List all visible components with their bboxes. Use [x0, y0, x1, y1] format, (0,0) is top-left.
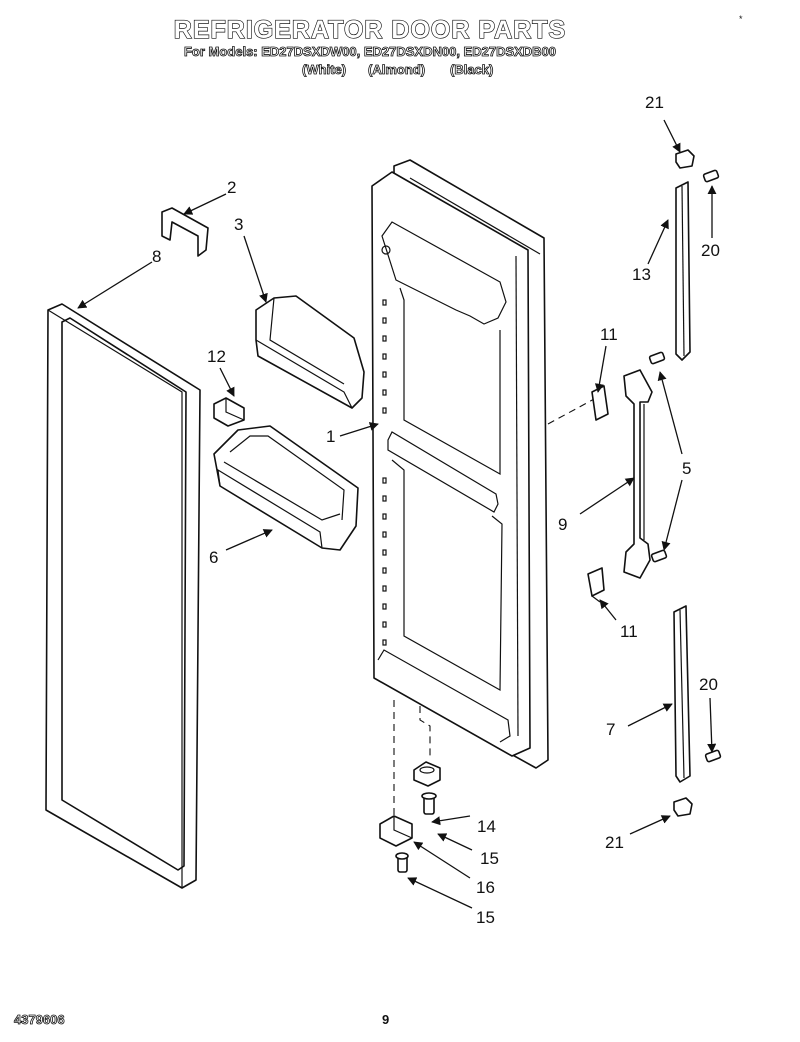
models-line: For Models: ED27DSXDW00, ED27DSXDN00, ED… — [183, 44, 557, 60]
callout-3: 3 — [234, 215, 243, 234]
shelf-holes — [382, 299, 387, 646]
color-almond: (Almond) — [368, 62, 426, 78]
callout-1: 1 — [326, 427, 335, 446]
callout-9: 9 — [558, 515, 567, 534]
lower-handle-trim — [673, 605, 691, 783]
lower-handle-bracket — [587, 567, 605, 603]
callout-11a: 11 — [600, 325, 618, 344]
document-number: 4379606 — [14, 1012, 65, 1028]
hinge-block — [379, 815, 413, 847]
callout-5: 5 — [682, 459, 691, 478]
hinge-bushing — [413, 761, 441, 787]
upper-handle-trim — [675, 181, 691, 361]
cover-clip — [161, 207, 209, 257]
lower-end-cap — [673, 797, 693, 817]
lower-trim-screw — [704, 749, 722, 763]
assembly-line — [419, 706, 431, 760]
dairy-door — [255, 295, 365, 409]
callout-11b: 11 — [620, 622, 638, 641]
callout-13: 13 — [632, 265, 651, 284]
door-liner — [371, 159, 549, 769]
callout-15a: 15 — [480, 849, 499, 868]
callout-15b: 15 — [476, 908, 495, 927]
color-white: (White) — [302, 62, 347, 78]
lower-handle-screw — [650, 549, 668, 563]
callout-2: 2 — [227, 178, 236, 197]
page-number: 9 — [382, 1012, 390, 1027]
callout-20b: 20 — [699, 675, 718, 694]
leader-lines — [77, 119, 717, 909]
callout-7: 7 — [606, 720, 615, 739]
corner-mark: * — [739, 14, 743, 24]
upper-handle-screw — [648, 351, 666, 365]
hinge-screw — [421, 792, 437, 815]
callout-21a: 21 — [645, 93, 664, 112]
assembly-line — [547, 397, 597, 425]
door-gasket — [45, 303, 201, 889]
upper-end-cap — [675, 149, 695, 169]
callout-16: 16 — [476, 878, 495, 897]
callout-12: 12 — [207, 347, 226, 366]
lower-screw — [395, 852, 409, 873]
bin-clip — [213, 397, 245, 427]
upper-handle-bracket — [591, 385, 609, 421]
callout-20a: 20 — [701, 241, 720, 260]
callout-8: 8 — [152, 247, 161, 266]
page-title: REFRIGERATOR DOOR PARTS — [173, 15, 567, 44]
color-black: (Black) — [450, 62, 494, 78]
upper-trim-screw — [702, 169, 720, 183]
door-handle — [623, 369, 653, 579]
callout-6: 6 — [209, 548, 218, 567]
door-bin — [213, 425, 359, 551]
callout-21b: 21 — [605, 833, 624, 852]
callout-14: 14 — [477, 817, 496, 836]
